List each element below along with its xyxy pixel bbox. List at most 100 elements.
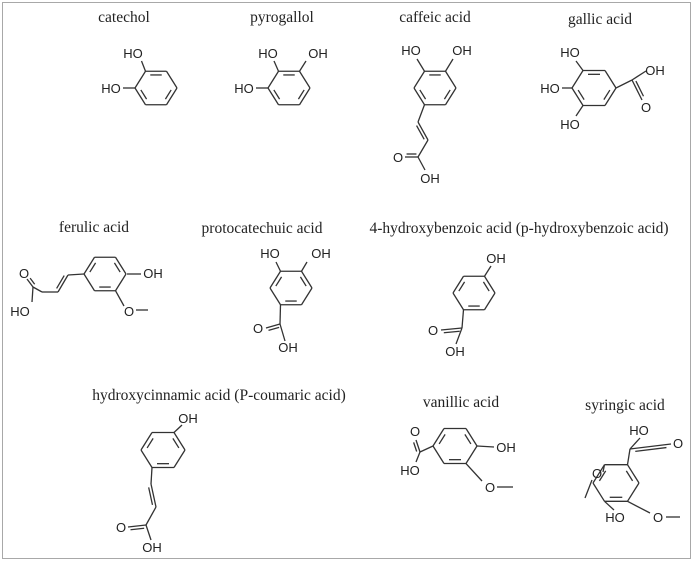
ring-double-bond bbox=[458, 281, 466, 292]
atom-label: OH bbox=[445, 344, 465, 359]
atom-label: OH bbox=[143, 266, 163, 281]
bond bbox=[615, 79, 633, 89]
ring-bond bbox=[173, 449, 186, 468]
molecule-name: vanillic acid bbox=[423, 394, 499, 411]
bond bbox=[57, 274, 69, 293]
bond bbox=[461, 309, 465, 329]
ring-bond bbox=[298, 87, 311, 106]
atom-label: HO bbox=[401, 43, 421, 58]
atom-label: HO bbox=[234, 81, 254, 96]
bond bbox=[114, 290, 125, 307]
molecule-4-hydroxybenzoic-acid: 4-hydroxybenzoic acid (p-hydroxybenzoic … bbox=[369, 220, 668, 359]
bond bbox=[419, 445, 434, 453]
ring-double-bond bbox=[443, 89, 451, 100]
ring-bond bbox=[432, 428, 445, 447]
atom-label: OH bbox=[311, 246, 331, 261]
bond bbox=[26, 278, 34, 288]
atom-label: O bbox=[253, 321, 263, 336]
ring-double-bond bbox=[625, 470, 634, 482]
atom-label: OH bbox=[452, 43, 472, 58]
molecule-pyrogallol: pyrogallol HO OH HO bbox=[234, 9, 328, 96]
atom-label: OH bbox=[496, 440, 516, 455]
atom-label: OH bbox=[645, 63, 665, 78]
ring-bond bbox=[483, 292, 496, 311]
ring-double-bond bbox=[438, 434, 446, 445]
molecule-name: catechol bbox=[98, 9, 150, 26]
ring-bond bbox=[269, 287, 282, 306]
ring-double-bond bbox=[419, 89, 427, 100]
double-bond bbox=[443, 330, 460, 334]
ring-bond bbox=[571, 70, 584, 89]
ring-bond bbox=[269, 270, 282, 289]
bond bbox=[417, 104, 426, 123]
bond bbox=[265, 323, 281, 329]
ring-bond bbox=[134, 87, 147, 106]
bond bbox=[415, 451, 421, 463]
bond bbox=[629, 437, 641, 450]
atom-label: OH bbox=[178, 411, 198, 426]
double-bond bbox=[29, 277, 36, 285]
ring-double-bond bbox=[275, 276, 283, 287]
molecule-name: gallic acid bbox=[568, 11, 632, 28]
bond bbox=[444, 58, 454, 72]
bond bbox=[455, 327, 463, 345]
bond bbox=[417, 121, 429, 141]
ring-bond bbox=[413, 70, 426, 89]
ring-bond bbox=[165, 87, 178, 106]
ring-bond bbox=[413, 87, 426, 106]
atom-label: HO bbox=[605, 510, 625, 525]
molecule-name: pyrogallol bbox=[250, 9, 314, 26]
atom-label: OH bbox=[278, 340, 298, 355]
bond bbox=[483, 265, 492, 277]
bond bbox=[150, 467, 153, 485]
molecule-name: hydroxycinnamic acid (P-coumaric acid) bbox=[92, 387, 346, 404]
bond bbox=[279, 323, 286, 342]
ring-double-bond bbox=[172, 438, 180, 449]
ring-bond bbox=[140, 432, 153, 451]
bond bbox=[476, 445, 495, 448]
molecule-vanillic-acid: vanillic acid O HO OH O bbox=[400, 394, 516, 495]
ring-bond bbox=[83, 273, 96, 292]
molecule-catechol: catechol HO HO bbox=[98, 9, 150, 96]
atom-label: HO bbox=[101, 81, 121, 96]
molecule-syringic-acid: syringic acid HO O O HO O bbox=[585, 397, 683, 525]
bond bbox=[145, 506, 157, 526]
ring-bond bbox=[173, 432, 186, 451]
ring-bond bbox=[298, 70, 311, 89]
bond bbox=[575, 60, 584, 71]
bond bbox=[417, 139, 429, 158]
atom-label: HO bbox=[400, 463, 420, 478]
ring-bond bbox=[432, 445, 445, 464]
bond bbox=[298, 60, 307, 72]
ring-double-bond bbox=[140, 89, 148, 100]
ring-bond bbox=[626, 482, 640, 502]
atom-label: OH bbox=[486, 251, 506, 266]
double-bond bbox=[635, 446, 667, 453]
ring-bond bbox=[165, 70, 178, 89]
ring-double-bond bbox=[482, 281, 490, 292]
double-bond bbox=[635, 80, 645, 97]
molecule-name: protocatechuic acid bbox=[202, 220, 323, 237]
atom-label: HO bbox=[258, 46, 278, 61]
ring-bond bbox=[452, 275, 465, 294]
bond bbox=[275, 261, 282, 272]
atom-label: O bbox=[653, 510, 663, 525]
ring-bond bbox=[465, 445, 478, 464]
bond bbox=[575, 105, 584, 117]
bond bbox=[300, 261, 308, 272]
ring-double-bond bbox=[164, 89, 172, 100]
atom-label: O bbox=[641, 100, 651, 115]
ring-bond bbox=[267, 87, 280, 106]
ring-double-bond bbox=[146, 438, 154, 449]
ring-double-bond bbox=[464, 434, 472, 445]
ring-bond bbox=[465, 428, 478, 447]
double-bond bbox=[56, 275, 65, 289]
atom-label: HO bbox=[123, 46, 143, 61]
atom-label: O bbox=[673, 436, 683, 451]
bond bbox=[631, 79, 643, 101]
molecule-name: caffeic acid bbox=[399, 9, 471, 26]
bond bbox=[173, 424, 183, 433]
atom-label: HO bbox=[560, 45, 580, 60]
atom-label: O bbox=[393, 150, 403, 165]
